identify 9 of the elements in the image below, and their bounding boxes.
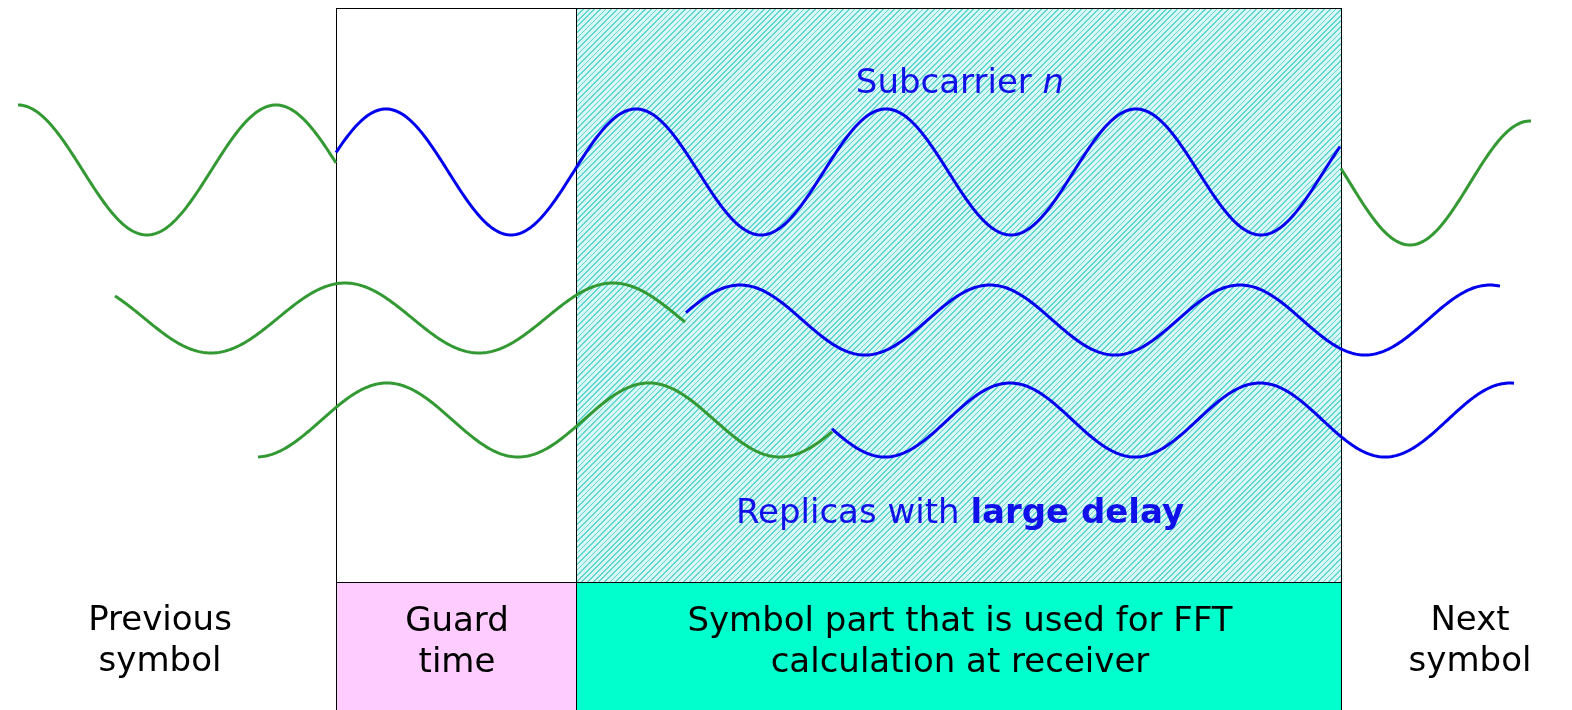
time-segment-box [576, 582, 1342, 710]
subcarrier-label: Subcarrier n [854, 61, 1066, 103]
symbol-label: Previous symbol [87, 598, 233, 681]
segment-label: Symbol part that is used for FFT calculation at receiver [686, 599, 1234, 682]
replicas-label: Replicas with large delay [734, 491, 1186, 533]
time-segment-box [336, 582, 577, 710]
segment-label: Guard time [404, 599, 510, 682]
hatched-region [576, 8, 1342, 583]
symbol-label: Next symbol [1407, 598, 1533, 681]
